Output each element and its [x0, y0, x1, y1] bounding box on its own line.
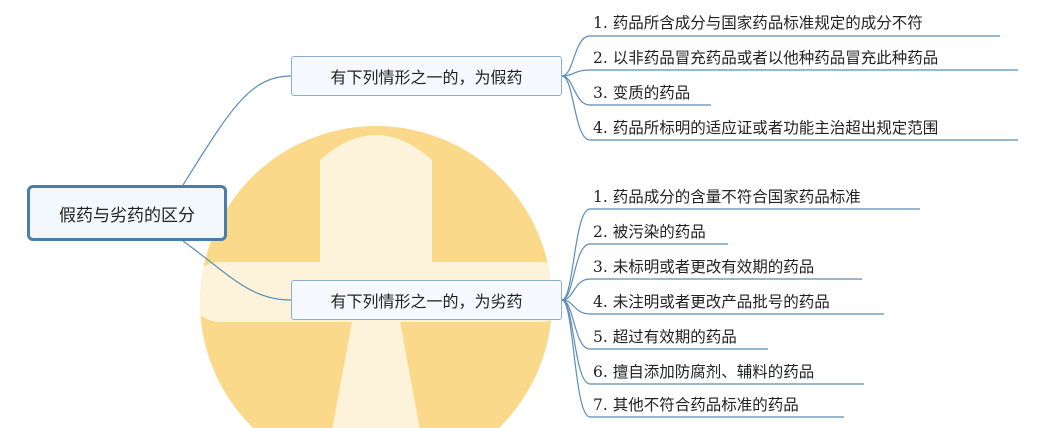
connector-root-branch-2	[182, 240, 292, 301]
leaf-item[interactable]: 6. 擅自添加防腐剂、辅料的药品	[593, 363, 815, 381]
connector-b2-leaf-1	[561, 208, 920, 301]
leaf-item[interactable]: 4. 未注明或者更改产品批号的药品	[593, 293, 830, 311]
connector-b2-leaf-5	[561, 299, 768, 350]
leaf-item[interactable]: 3. 变质的药品	[593, 84, 691, 102]
branch-node-label: 有下列情形之一的，为劣药	[330, 292, 523, 311]
leaf-item[interactable]: 2. 被污染的药品	[593, 223, 706, 241]
leaf-item[interactable]: 4. 药品所标明的适应证或者功能主治超出规定范围	[593, 119, 939, 137]
leaf-item[interactable]: 1. 药品成分的含量不符合国家药品标准	[593, 188, 861, 206]
branch-node-counterfeit[interactable]: 有下列情形之一的，为假药	[291, 56, 562, 96]
leaf-item[interactable]: 1. 药品所含成分与国家药品标准规定的成分不符	[593, 14, 923, 32]
branch-node-substandard[interactable]: 有下列情形之一的，为劣药	[291, 280, 562, 320]
connector-root-branch-1	[182, 75, 292, 186]
connector-b2-leaf-3	[561, 278, 862, 301]
branch-node-label: 有下列情形之一的，为假药	[330, 68, 523, 87]
root-node[interactable]: 假药与劣药的区分	[27, 185, 227, 241]
leaf-item[interactable]: 5. 超过有效期的药品	[593, 328, 737, 346]
leaf-item[interactable]: 3. 未标明或者更改有效期的药品	[593, 258, 815, 276]
connector-b2-leaf-7	[561, 299, 844, 418]
connector-b1-leaf-1	[561, 35, 1000, 77]
leaf-item[interactable]: 7. 其他不符合药品标准的药品	[593, 396, 799, 414]
connector-b2-leaf-2	[561, 243, 728, 301]
root-node-label: 假药与劣药的区分	[59, 205, 195, 226]
connector-b1-leaf-4	[561, 75, 1018, 141]
leaf-item[interactable]: 2. 以非药品冒充药品或者以他种药品冒充此种药品	[593, 49, 939, 67]
connector-b1-leaf-2	[561, 69, 1018, 77]
connector-b2-leaf-4	[561, 299, 884, 315]
